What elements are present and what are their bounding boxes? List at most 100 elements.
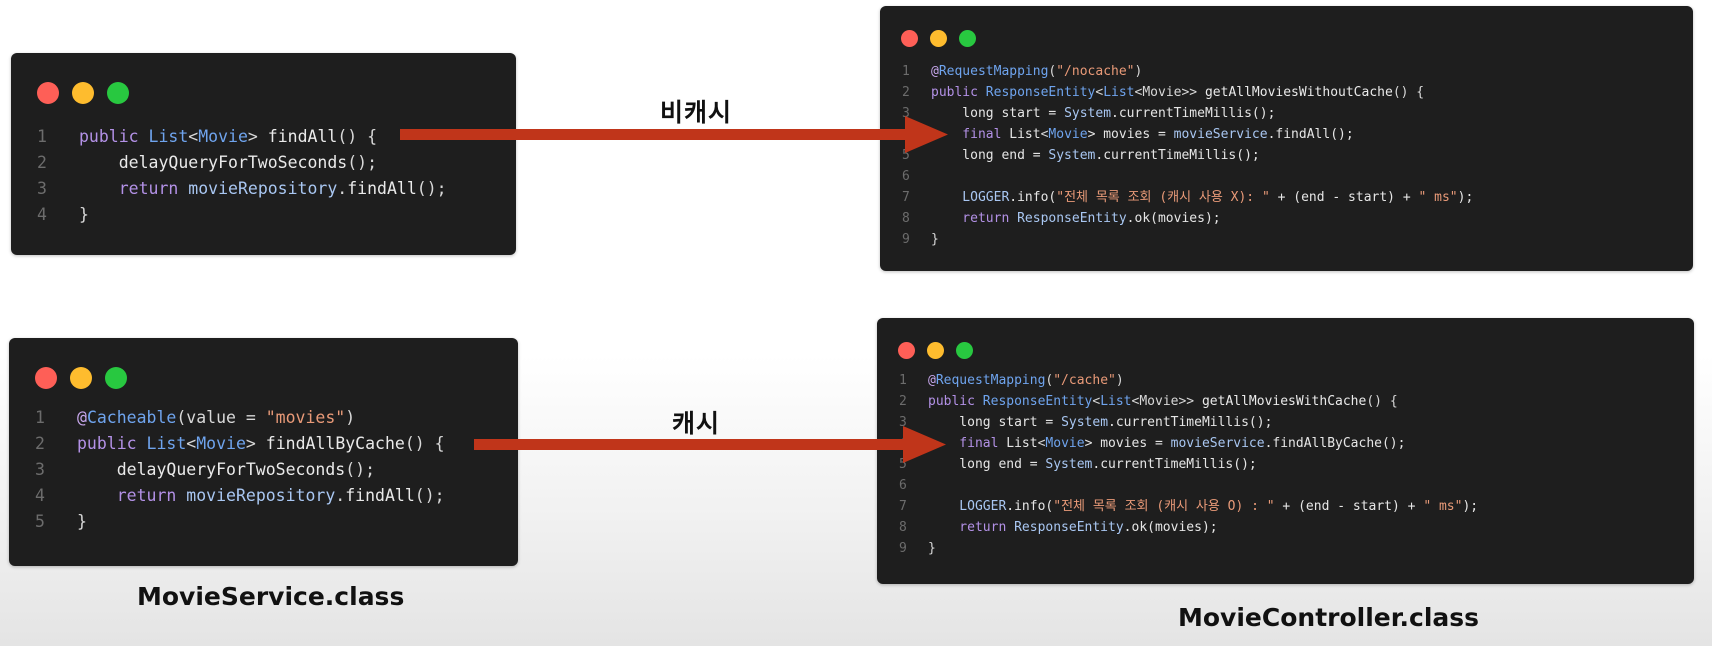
- cache-label: 캐시: [672, 409, 721, 438]
- code-token: List: [148, 127, 189, 146]
- line-number: 2: [899, 394, 907, 409]
- code-token: findAll: [267, 127, 338, 146]
- movie-service-caption: MovieService.class: [137, 582, 405, 611]
- code-token: <: [1095, 85, 1104, 100]
- code-token: public: [928, 394, 983, 409]
- code-token: ();: [347, 153, 378, 172]
- code-line: 5 long end = System.currentTimeMillis();: [899, 454, 1478, 475]
- line-number: 9: [902, 232, 910, 247]
- code-token: findAll: [347, 179, 417, 198]
- close-dot-icon: [37, 82, 59, 104]
- line-number: 1: [902, 64, 910, 79]
- line-number: 2: [35, 434, 45, 453]
- line-number: 8: [902, 211, 910, 226]
- code-line: 1@RequestMapping("/nocache"): [902, 61, 1473, 82]
- code-token: }: [928, 541, 936, 556]
- code-text: LOGGER.info("전체 목록 조회 (캐시 사용 O) : " + (e…: [928, 496, 1478, 517]
- code-text: delayQueryForTwoSeconds();: [79, 150, 377, 176]
- line-number: 1: [899, 373, 907, 388]
- code-token: final: [931, 127, 1010, 142]
- line-number: 5: [902, 148, 910, 163]
- code-token: );: [1457, 190, 1474, 205]
- code-token: "movies": [265, 408, 346, 427]
- code-token: "전체 목록 조회 (캐시 사용 O) : ": [1053, 499, 1275, 514]
- code-text: long start = System.currentTimeMillis();: [931, 103, 1275, 124]
- code-token: System: [1045, 457, 1093, 472]
- code-token: delayQueryForTwoSeconds: [77, 460, 346, 479]
- code-token: movieRepository: [188, 179, 338, 198]
- code-line: 4 final List<Movie> movies = movieServic…: [902, 124, 1473, 145]
- code-line: 9}: [902, 229, 1473, 250]
- code-text: @Cacheable(value = "movies"): [77, 405, 355, 431]
- code-text: public List<Movie> findAllByCache() {: [77, 431, 445, 457]
- code-token: movieService: [1170, 436, 1265, 451]
- code-token: <: [1092, 394, 1101, 409]
- line-number: 5: [35, 512, 45, 531]
- code-line: 2 delayQueryForTwoSeconds();: [37, 150, 447, 176]
- line-number: 7: [899, 499, 907, 514]
- code-token: + (end - start) +: [1269, 190, 1419, 205]
- code-text: public ResponseEntity<List<Movie>> getAl…: [931, 82, 1424, 103]
- nocache-arrow-icon: [400, 116, 948, 153]
- code-token: >: [245, 434, 266, 453]
- line-number: 3: [35, 460, 45, 479]
- code-block: 1@Cacheable(value = "movies") 2 public Lis…: [35, 405, 445, 535]
- code-text: @RequestMapping("/cache"): [928, 370, 1124, 391]
- code-token: }: [931, 232, 939, 247]
- code-token: System: [1048, 148, 1096, 163]
- code-text: }: [77, 509, 87, 535]
- code-token: getAllMoviesWithCache: [1201, 394, 1367, 409]
- code-text: public ResponseEntity<List<Movie>> getAl…: [928, 391, 1398, 412]
- close-dot-icon: [35, 367, 57, 389]
- code-line: 4 final List<Movie> movies = movieServic…: [899, 433, 1478, 454]
- code-token: ResponseEntity: [985, 85, 1096, 100]
- code-token: .currentTimeMillis();: [1092, 457, 1257, 472]
- code-line: 8 return ResponseEntity.ok(movies);: [899, 517, 1478, 538]
- window-controls: [35, 367, 140, 389]
- code-token: .info(: [1009, 190, 1057, 205]
- code-text: long end = System.currentTimeMillis();: [928, 454, 1257, 475]
- code-text: final List<Movie> movies = movieService.…: [928, 433, 1405, 454]
- code-line: 3 long start = System.currentTimeMillis(…: [899, 412, 1478, 433]
- code-line: 4 return movieRepository.findAll();: [35, 483, 445, 509]
- window-controls: [37, 82, 142, 104]
- code-token: ): [345, 408, 356, 427]
- code-line: 1@Cacheable(value = "movies"): [35, 405, 445, 431]
- code-token: Cacheable: [86, 408, 177, 427]
- code-text: return movieRepository.findAll();: [79, 176, 447, 202]
- minimize-dot-icon: [927, 342, 944, 359]
- minimize-dot-icon: [72, 82, 94, 104]
- line-number: 4: [35, 486, 45, 505]
- code-line: 1 @RequestMapping("/cache"): [899, 370, 1478, 391]
- code-line: 6: [902, 166, 1473, 187]
- line-number: 4: [37, 205, 47, 224]
- code-token: .currentTimeMillis();: [1095, 148, 1260, 163]
- window-controls: [898, 342, 985, 359]
- code-token: List: [146, 434, 187, 453]
- code-token: () {: [337, 127, 378, 146]
- line-number: 6: [899, 478, 907, 493]
- code-token: ResponseEntity: [982, 394, 1093, 409]
- code-line: 3 delayQueryForTwoSeconds();: [35, 457, 445, 483]
- code-text: return movieRepository.findAll();: [77, 483, 445, 509]
- line-number: 3: [902, 106, 910, 121]
- code-token: public: [77, 434, 147, 453]
- code-token: );: [1462, 499, 1479, 514]
- code-token: () {: [404, 434, 445, 453]
- code-text: [931, 166, 939, 187]
- code-token: List: [1100, 394, 1132, 409]
- code-text: public List<Movie> findAll() {: [79, 124, 377, 150]
- code-text: long end = System.currentTimeMillis();: [931, 145, 1260, 166]
- line-number: 6: [902, 169, 910, 184]
- code-token: "전체 목록 조회 (캐시 사용 X): ": [1056, 190, 1270, 205]
- code-token: Movie: [1045, 436, 1085, 451]
- code-line: 5 long end = System.currentTimeMillis();: [902, 145, 1473, 166]
- code-token: + (end - start) +: [1274, 499, 1424, 514]
- code-block: 1 @RequestMapping("/cache") 2 public Respon…: [899, 370, 1478, 559]
- line-number: 5: [899, 457, 907, 472]
- code-token: (: [1045, 373, 1054, 388]
- code-token: List: [1006, 436, 1038, 451]
- line-number: 3: [899, 415, 907, 430]
